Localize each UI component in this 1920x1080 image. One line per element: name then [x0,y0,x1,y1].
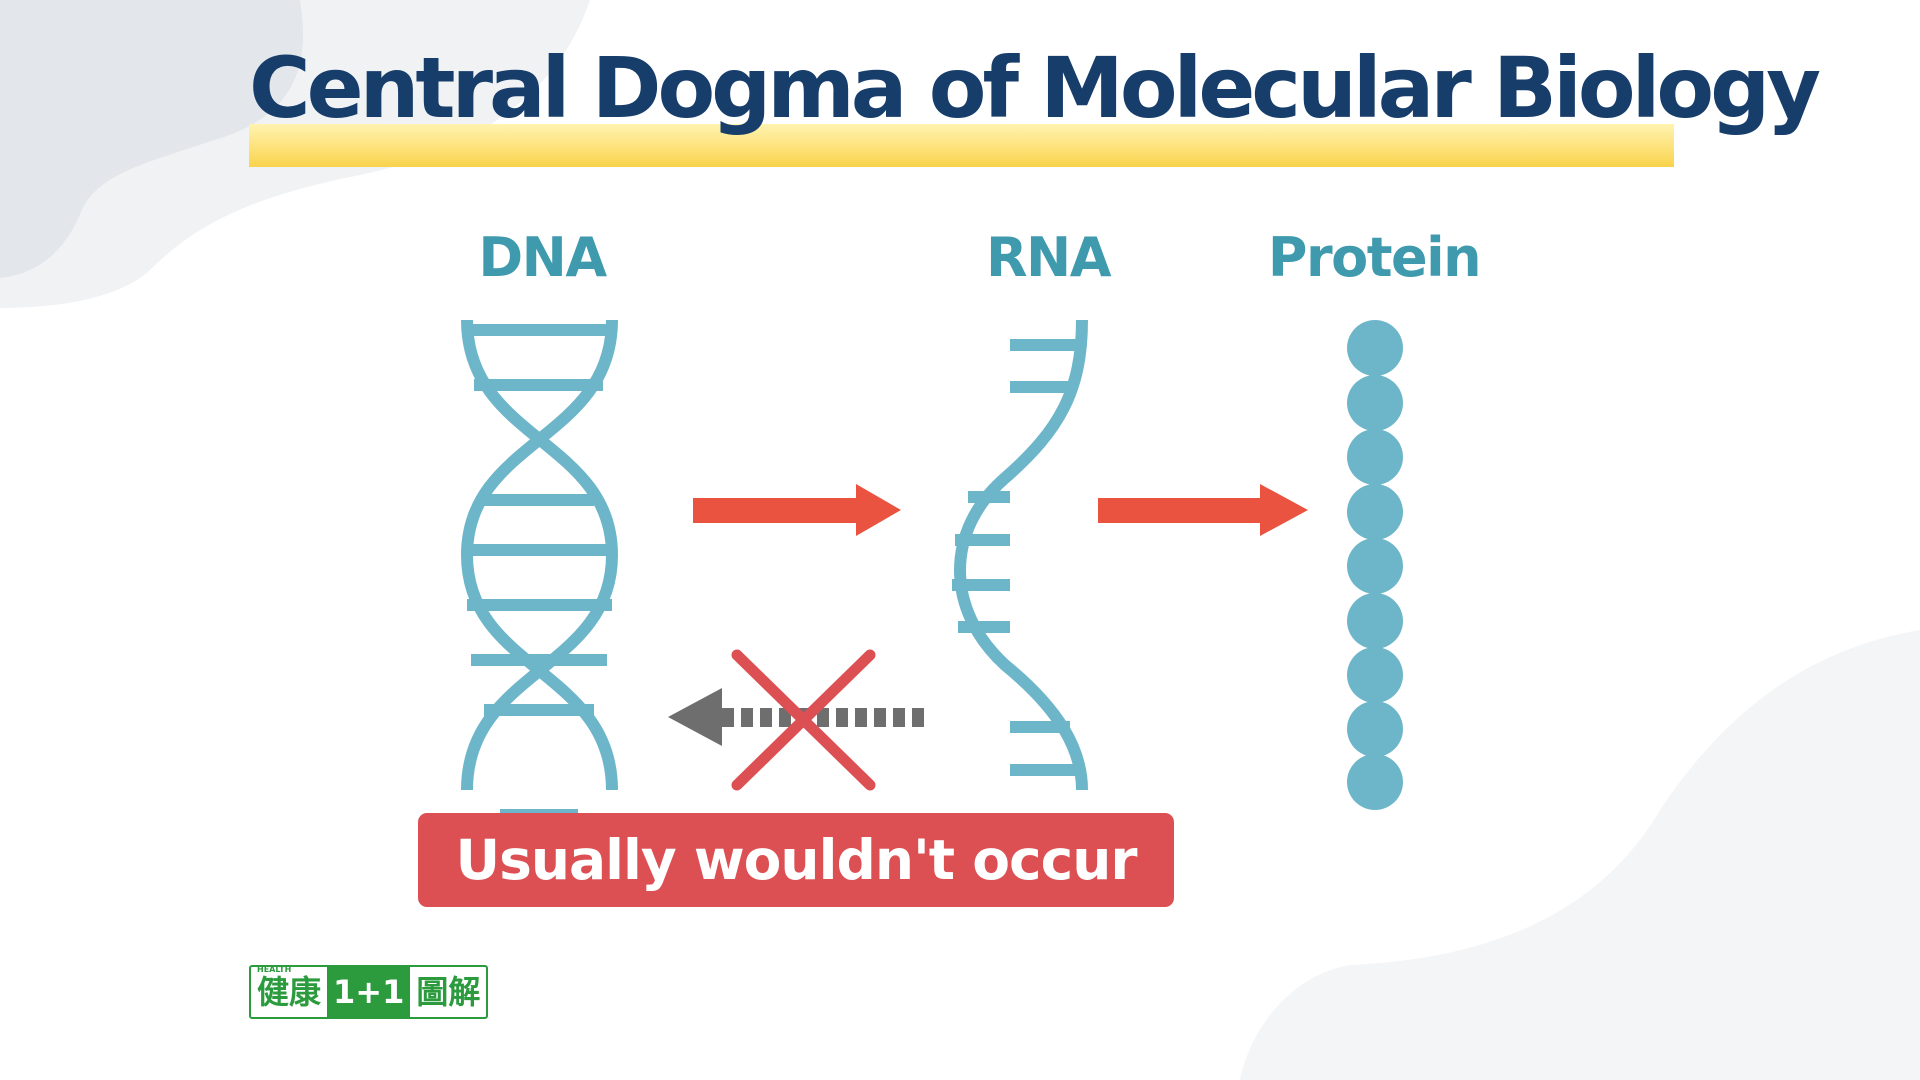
publisher-logo: HEALTH 健康 1+1 圖解 [249,965,489,1019]
rna-label: RNA [985,226,1112,289]
logo-right-text: 圖解 [416,973,481,1011]
single-strand-icon [952,319,1088,791]
transcription-arrow [693,484,901,536]
translation-arrow [1098,484,1308,536]
bead-chain-icon [1347,320,1403,810]
logo-left-text: 健康 [257,973,322,1011]
logo-small-text: HEALTH [257,965,292,974]
protein-label: Protein [1267,226,1482,289]
reverse-transcription-arrow [668,688,924,746]
double-helix-icon [460,319,619,821]
logo-middle-text: 1+1 [327,967,411,1017]
cross-icon [731,649,876,791]
page-title: Central Dogma of Molecular Biology [249,39,1821,137]
warning-banner: Usually wouldn't occur [418,813,1174,907]
dna-label: DNA [478,226,607,289]
title-highlight [249,124,1674,167]
